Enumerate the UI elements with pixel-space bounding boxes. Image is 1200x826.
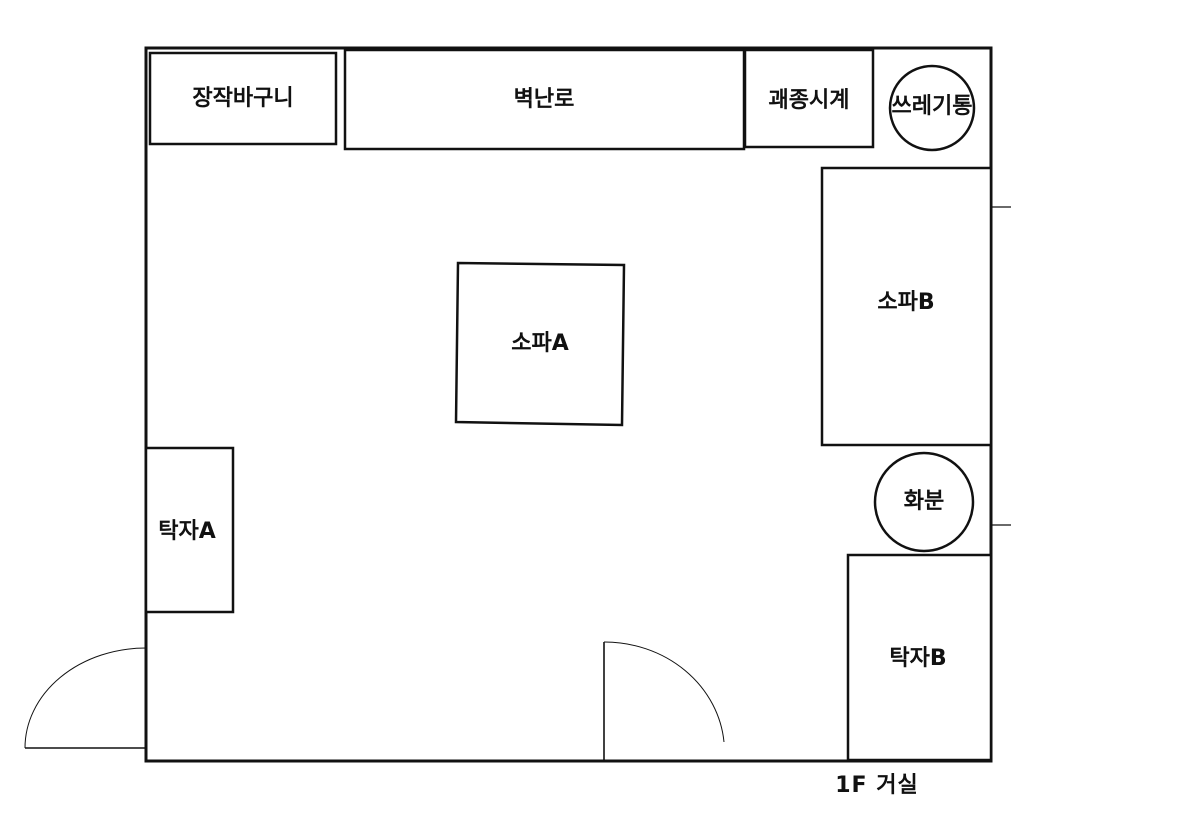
table-b[interactable]: 탁자B	[846, 553, 993, 762]
flower-pot[interactable]: 화분	[873, 451, 975, 553]
grandfather-clock[interactable]: 괘종시계	[743, 48, 875, 149]
table-b-label: 탁자B	[889, 646, 946, 671]
table-a-shape	[144, 446, 235, 614]
table-a-label: 탁자A	[158, 519, 216, 544]
trash-can-shape	[888, 64, 976, 152]
table-a[interactable]: 탁자A	[144, 446, 235, 614]
fireplace[interactable]: 벽난로	[343, 48, 746, 151]
sofa-b-shape	[820, 166, 993, 447]
sofa-a-shape	[454, 261, 626, 427]
left-door[interactable]	[24, 647, 147, 749]
sofa-b-label: 소파B	[877, 290, 934, 315]
sofa-b[interactable]: 소파B	[820, 166, 993, 447]
firewood-basket[interactable]: 장작바구니	[148, 51, 338, 146]
bottom-door[interactable]	[603, 641, 725, 761]
firewood-basket-shape	[148, 51, 338, 146]
flower-pot-label: 화분	[904, 489, 944, 514]
trash-can-label: 쓰레기통	[892, 94, 973, 119]
bottom-door-swing	[603, 641, 725, 743]
left-door-swing	[24, 647, 147, 749]
grandfather-clock-label: 괘종시계	[769, 88, 850, 113]
table-b-shape	[846, 553, 993, 762]
fireplace-label: 벽난로	[514, 87, 575, 112]
trash-can[interactable]: 쓰레기통	[888, 64, 976, 152]
sofa-a-label: 소파A	[511, 331, 569, 356]
floor-caption: 1F 거실	[835, 773, 918, 798]
grandfather-clock-shape	[743, 48, 875, 149]
fireplace-shape	[343, 48, 746, 151]
sofa-a[interactable]: 소파A	[454, 261, 626, 427]
flower-pot-shape	[873, 451, 975, 553]
firewood-basket-label: 장작바구니	[192, 86, 293, 111]
